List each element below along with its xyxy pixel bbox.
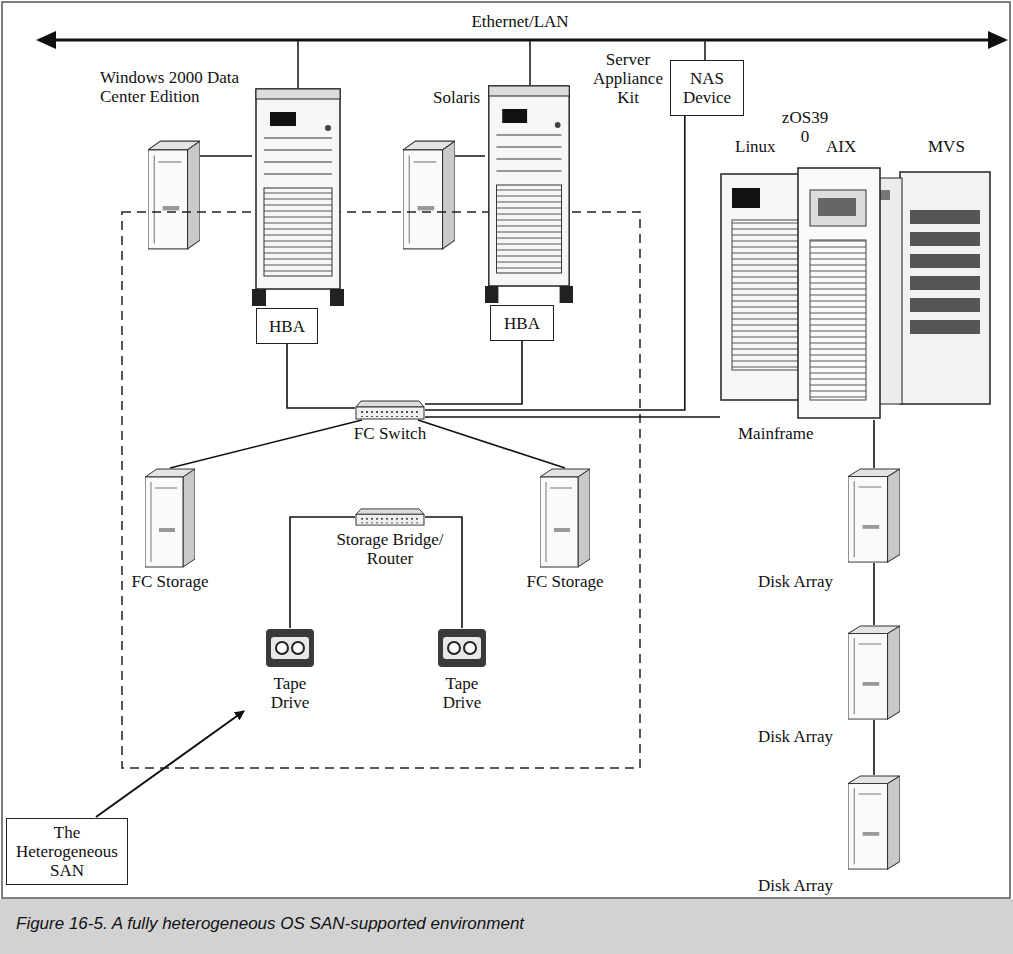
- callout-box: The Heterogeneous SAN: [6, 818, 128, 885]
- node-label: MVS: [928, 137, 978, 156]
- fc-storage-art: [540, 468, 590, 568]
- storage-bridge-art: [355, 508, 425, 526]
- diagram-label: Server Appliance Kit: [588, 50, 668, 107]
- hba-box: HBA: [490, 305, 554, 341]
- node-label: FC Storage: [105, 572, 235, 591]
- disk-array-art: [848, 775, 900, 870]
- node-label: AIX: [826, 137, 866, 156]
- storage-bridge: Storage Bridge/ Router: [355, 508, 425, 526]
- disk-array-art: [848, 625, 900, 720]
- node-label: The Heterogeneous SAN: [11, 823, 123, 880]
- node-label: Solaris: [433, 88, 483, 107]
- connector-line: [873, 563, 875, 625]
- tape-drive-art: [265, 628, 315, 668]
- tape-drive: Tape Drive: [265, 628, 315, 668]
- node-label: Disk Array: [758, 876, 858, 895]
- disk-array: Disk Array: [848, 625, 900, 720]
- server-tower: Windows 2000 Data Center Edition: [252, 88, 344, 306]
- fc-storage-art: [145, 468, 195, 568]
- node-label: FC Switch: [335, 424, 445, 443]
- server-tower-art: [485, 85, 573, 303]
- tape-drive-art: [437, 628, 487, 668]
- disk-array: Disk Array: [848, 468, 900, 563]
- connector-line: [425, 341, 522, 404]
- diagram-label: zOS39 0: [780, 108, 830, 146]
- node-label: FC Storage: [500, 572, 630, 591]
- node-label: HBA: [269, 317, 305, 336]
- nas-box: NAS Device: [670, 60, 744, 116]
- server-tower-art: [252, 88, 344, 306]
- mainframe-art: [720, 160, 992, 420]
- node-label: Disk Array: [758, 572, 858, 591]
- connector-line: [287, 344, 355, 408]
- connector-line: [873, 720, 875, 775]
- node-label: Tape Drive: [255, 674, 325, 712]
- tape-drive: Tape Drive: [437, 628, 487, 668]
- node-label: Storage Bridge/ Router: [325, 530, 455, 568]
- hba-box: HBA: [256, 308, 318, 344]
- connector-line: [418, 420, 565, 468]
- node-label: Tape Drive: [427, 674, 497, 712]
- disk-array: Disk Array: [848, 775, 900, 870]
- connector-line: [170, 420, 362, 468]
- node-label: Disk Array: [758, 727, 858, 746]
- node-label: Windows 2000 Data Center Edition: [100, 68, 240, 106]
- node-label: HBA: [504, 314, 540, 333]
- fc-storage: FC Storage: [540, 468, 590, 568]
- server-tower: Solaris: [485, 85, 573, 303]
- diagram-label: Ethernet/LAN: [440, 12, 600, 31]
- node-label: Linux: [735, 137, 785, 156]
- connector-line: [873, 420, 875, 468]
- node-label: NAS Device: [675, 69, 739, 107]
- figure-caption: Figure 16-5. A fully heterogeneous OS SA…: [16, 914, 524, 934]
- fc-switch: FC Switch: [355, 400, 425, 420]
- disk-array-art: [848, 468, 900, 563]
- connector-line: [425, 416, 720, 418]
- node-label: Mainframe: [738, 424, 838, 443]
- mainframe: LinuxAIXMVSMainframe: [720, 160, 992, 420]
- fc-switch-art: [355, 400, 425, 420]
- fc-storage: FC Storage: [145, 468, 195, 568]
